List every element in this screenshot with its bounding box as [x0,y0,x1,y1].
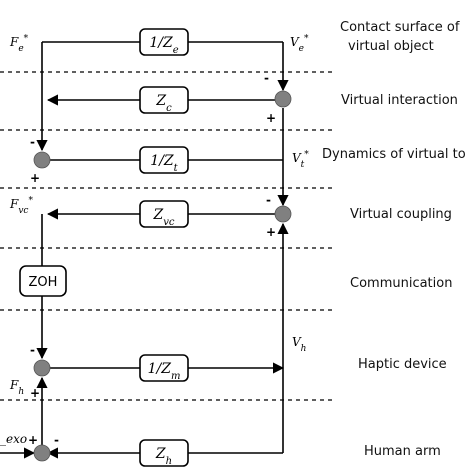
sum-virtual-coupling [274,205,292,223]
sign-plus: + [266,111,276,125]
block-zh: Zh [139,439,189,467]
layer-virtual-coupling: Virtual coupling [350,207,452,222]
junction-signs: - + - + - + - + + - [28,71,276,447]
sum-virtual-tool [33,151,51,169]
label-fvc: Fvc* [9,196,33,216]
layer-separators [0,71,335,401]
sum-haptic-device [33,359,51,377]
svg-text:1/Zm: 1/Zm [148,361,181,382]
layer-dynamics-virtual-tool: Dynamics of virtual to [322,147,466,162]
label-fh: Fh [9,378,24,397]
sign-plus: + [30,386,40,400]
block-zm: 1/Zm [139,354,189,382]
layer-virtual-interaction: Virtual interaction [341,93,458,108]
block-zvc: Zvc [139,200,189,228]
svg-text:Zc: Zc [155,93,172,114]
svg-text:ZOH: ZOH [29,275,58,290]
layer-communication: Communication [350,276,452,291]
layer-labels: Contact surface of virtual object Virtua… [322,20,466,459]
sum-human-arm [33,444,51,462]
svg-text:1/Ze: 1/Ze [149,35,178,56]
block-zt: 1/Zt [139,146,189,174]
layer-contact-line2: virtual object [348,39,434,54]
signal-wires [0,41,289,459]
block-zoh: ZOH [19,265,67,297]
label-ve: Ve* [290,34,309,54]
sign-minus: - [30,343,35,357]
block-zc: Zc [139,86,189,114]
label-vt: Vt* [292,150,309,170]
label-vh: Vh [292,335,306,354]
layer-contact-line1: Contact surface of [340,20,460,35]
sum-virtual-interaction [274,90,292,108]
sign-minus: - [266,193,271,207]
svg-text:1/Zt: 1/Zt [150,153,178,174]
layer-haptic-device: Haptic device [358,357,447,372]
layer-human-arm: Human arm [364,444,441,459]
sign-minus: - [264,71,269,85]
summing-junctions [33,90,292,462]
svg-text:Zvc: Zvc [153,207,175,228]
sign-plus: + [28,433,38,447]
sign-plus: + [30,171,40,185]
block-ze: 1/Ze [139,28,189,56]
sign-plus: + [266,225,276,239]
svg-text:Zh: Zh [155,446,172,467]
sign-minus: - [54,433,59,447]
label-fe: Fe* [9,34,29,54]
label-exo: _exo [0,432,27,446]
sign-minus: - [30,135,35,149]
